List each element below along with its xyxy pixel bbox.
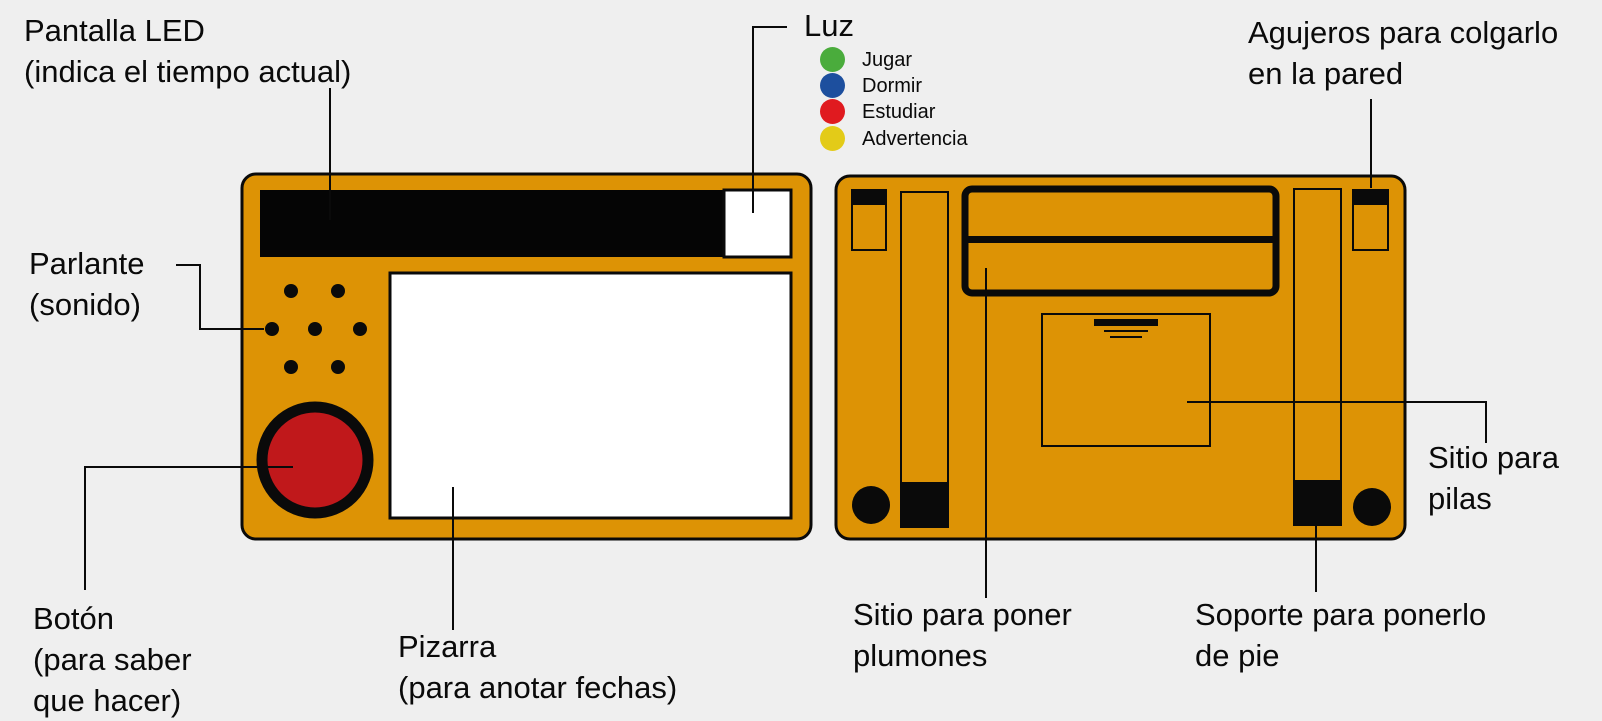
legend-dot: [820, 47, 845, 72]
label-soporte: Soporte para ponerlo de pie: [1195, 594, 1486, 676]
label-luz-text: Luz: [804, 8, 854, 43]
label-parlante-line2: (sonido): [29, 287, 141, 322]
front-view: [240, 172, 813, 541]
wall-hole-right: [1352, 189, 1389, 251]
leader-boton: [84, 466, 293, 590]
label-agujeros-line2: en la pared: [1248, 56, 1404, 91]
label-pantalla-led: Pantalla LED (indica el tiempo actual): [24, 10, 351, 92]
legend-dot: [820, 99, 845, 124]
label-pilas-line1: Sitio para: [1428, 440, 1559, 475]
leader-parlante: [176, 264, 264, 330]
label-pizarra: Pizarra (para anotar fechas): [398, 626, 677, 708]
label-pilas-line2: pilas: [1428, 481, 1492, 516]
legend-label: Jugar: [862, 49, 913, 71]
legend-label: Estudiar: [862, 101, 936, 123]
leader-luz: [752, 26, 787, 213]
stand-right: [1293, 188, 1342, 526]
label-agujeros: Agujeros para colgarlo en la pared: [1248, 12, 1558, 94]
red-button: [256, 401, 374, 519]
label-plumones-line2: plumones: [853, 638, 988, 673]
label-luz: Luz: [804, 5, 854, 46]
speaker-hole: [308, 322, 322, 336]
label-plumones: Sitio para poner plumones: [853, 594, 1072, 676]
led-screen: [260, 190, 725, 257]
label-pantalla-led-line1: Pantalla LED: [24, 13, 205, 48]
foot-right: [1353, 488, 1391, 526]
label-soporte-line2: de pie: [1195, 638, 1280, 673]
label-boton: Botón (para saber que hacer): [33, 598, 192, 721]
label-pantalla-led-line2: (indica el tiempo actual): [24, 54, 352, 89]
speaker-hole: [331, 360, 345, 374]
label-boton-line3: que hacer): [33, 683, 182, 718]
wall-hole-left: [851, 189, 887, 251]
label-soporte-line1: Soporte para ponerlo: [1195, 597, 1487, 632]
legend-label: Advertencia: [862, 128, 968, 150]
label-pizarra-line1: Pizarra: [398, 629, 497, 664]
speaker-hole: [265, 322, 279, 336]
back-body: [834, 174, 1407, 541]
battery-compartment: [1041, 313, 1211, 447]
speaker-hole: [284, 284, 298, 298]
whiteboard: [388, 271, 793, 520]
leader-pilas: [1187, 401, 1487, 443]
stand-left: [900, 191, 949, 528]
label-pilas: Sitio para pilas: [1428, 437, 1559, 519]
foot-left: [852, 486, 890, 524]
legend-dot: [820, 73, 845, 98]
legend-label: Dormir: [862, 75, 922, 97]
label-agujeros-line1: Agujeros para colgarlo: [1248, 15, 1559, 50]
speaker-hole: [353, 322, 367, 336]
back-view: [834, 174, 1407, 541]
leader-lines: [84, 26, 1487, 630]
light-window: [722, 188, 793, 259]
label-boton-line1: Botón: [33, 601, 115, 636]
marker-holder: [961, 185, 1280, 297]
label-boton-line2: (para saber: [33, 642, 192, 677]
label-pizarra-line2: (para anotar fechas): [398, 670, 678, 705]
label-parlante: Parlante (sonido): [29, 243, 144, 325]
speaker-hole: [331, 284, 345, 298]
legend-dot: [820, 126, 845, 151]
label-parlante-line1: Parlante: [29, 246, 145, 281]
speaker-hole: [284, 360, 298, 374]
speaker-holes: [265, 284, 367, 374]
label-plumones-line1: Sitio para poner: [853, 597, 1072, 632]
